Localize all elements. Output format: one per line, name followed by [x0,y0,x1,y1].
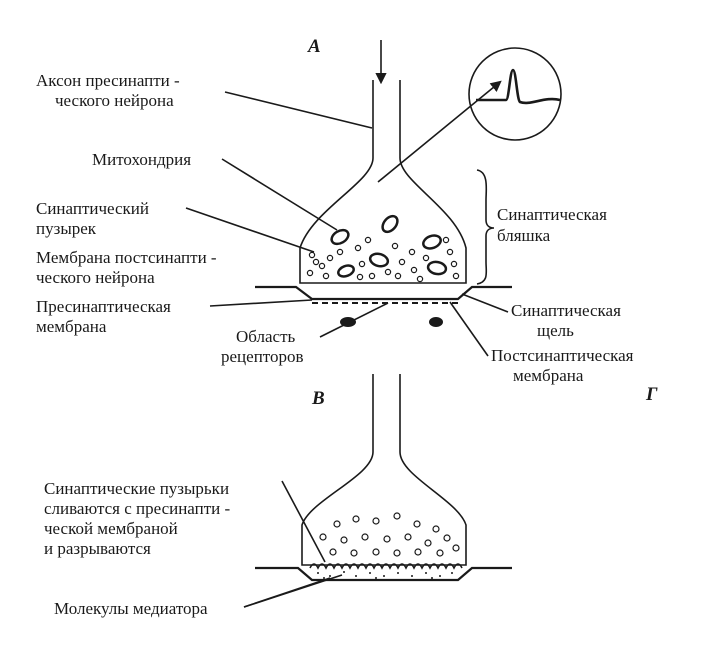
leader-receptor [319,302,389,338]
label-plaque-line1: Синаптическая [497,205,607,224]
vesicle-group-2 [319,512,460,557]
label-postsyn-line2: мембрана [513,366,584,385]
leader-postsyn [449,301,489,357]
leader-cleft [461,293,509,313]
mitochondrion [422,234,442,250]
label-vesicle-line1: Синаптический [36,199,149,218]
label-plaque-line2: бляшка [497,226,551,245]
label-premem-line2: мембрана [36,317,107,336]
leader-vesicle [185,207,315,253]
mitochondrion [368,252,390,268]
label-fuse-line1: Синаптические пузырьки [44,479,229,498]
bottom-synapse [255,374,512,582]
top-synapse [255,40,562,327]
panel-label-g: Г [645,384,658,405]
panel-label-a: А [307,36,321,57]
label-axon-line2: ческого нейрона [55,91,174,110]
label-mediator: Молекулы медиатора [54,599,208,618]
label-receptor-line1: Область [236,327,296,346]
vesicle-group [306,236,460,283]
label-fuse-line4: и разрываются [44,539,151,558]
action-potential-trace [476,68,561,105]
leader-axon [224,91,373,129]
plaque-brace [476,169,495,285]
leader-premem [209,299,313,307]
postsynaptic-membrane [255,285,512,301]
presynaptic-terminal-outline-2 [301,374,467,566]
label-fuse-line3: ческой мембраной [44,519,178,538]
leader-mito [221,158,338,231]
panel-label-v: В [311,388,325,409]
label-axon-line1: Аксон пресинапти - [36,71,180,90]
recording-pointer [377,80,502,183]
label-cleft-line2: щель [537,321,574,340]
presynaptic-terminal-outline [299,80,467,284]
mitochondrion [381,214,399,234]
postsynaptic-membrane-2 [255,566,512,582]
mitochondrion [330,228,350,246]
leader-mediator-2 [243,577,331,608]
mitochondria-group [330,214,448,278]
label-vesicle-line2: пузырек [36,219,97,238]
label-mitochondria: Митохондрия [92,150,191,169]
label-postsyn-line1: Постсинаптическая [491,346,634,365]
postsynaptic-body [429,317,443,327]
mediator-molecules [317,571,453,579]
mitochondrion [337,264,355,278]
leader-fuse [281,480,326,563]
label-premem-line1: Пресинаптическая [36,297,171,316]
mitochondrion [426,260,448,276]
label-receptor-line2: рецепторов [221,347,304,366]
fused-membrane [309,563,463,570]
label-postmem-line2: ческого нейрона [36,268,155,287]
action-potential-inset [468,47,562,141]
label-fuse-line2: сливаются с пресинапти - [44,499,231,518]
label-postmem-line1: Мембрана постсинапти - [36,248,217,267]
label-cleft-line1: Синаптическая [511,301,621,320]
